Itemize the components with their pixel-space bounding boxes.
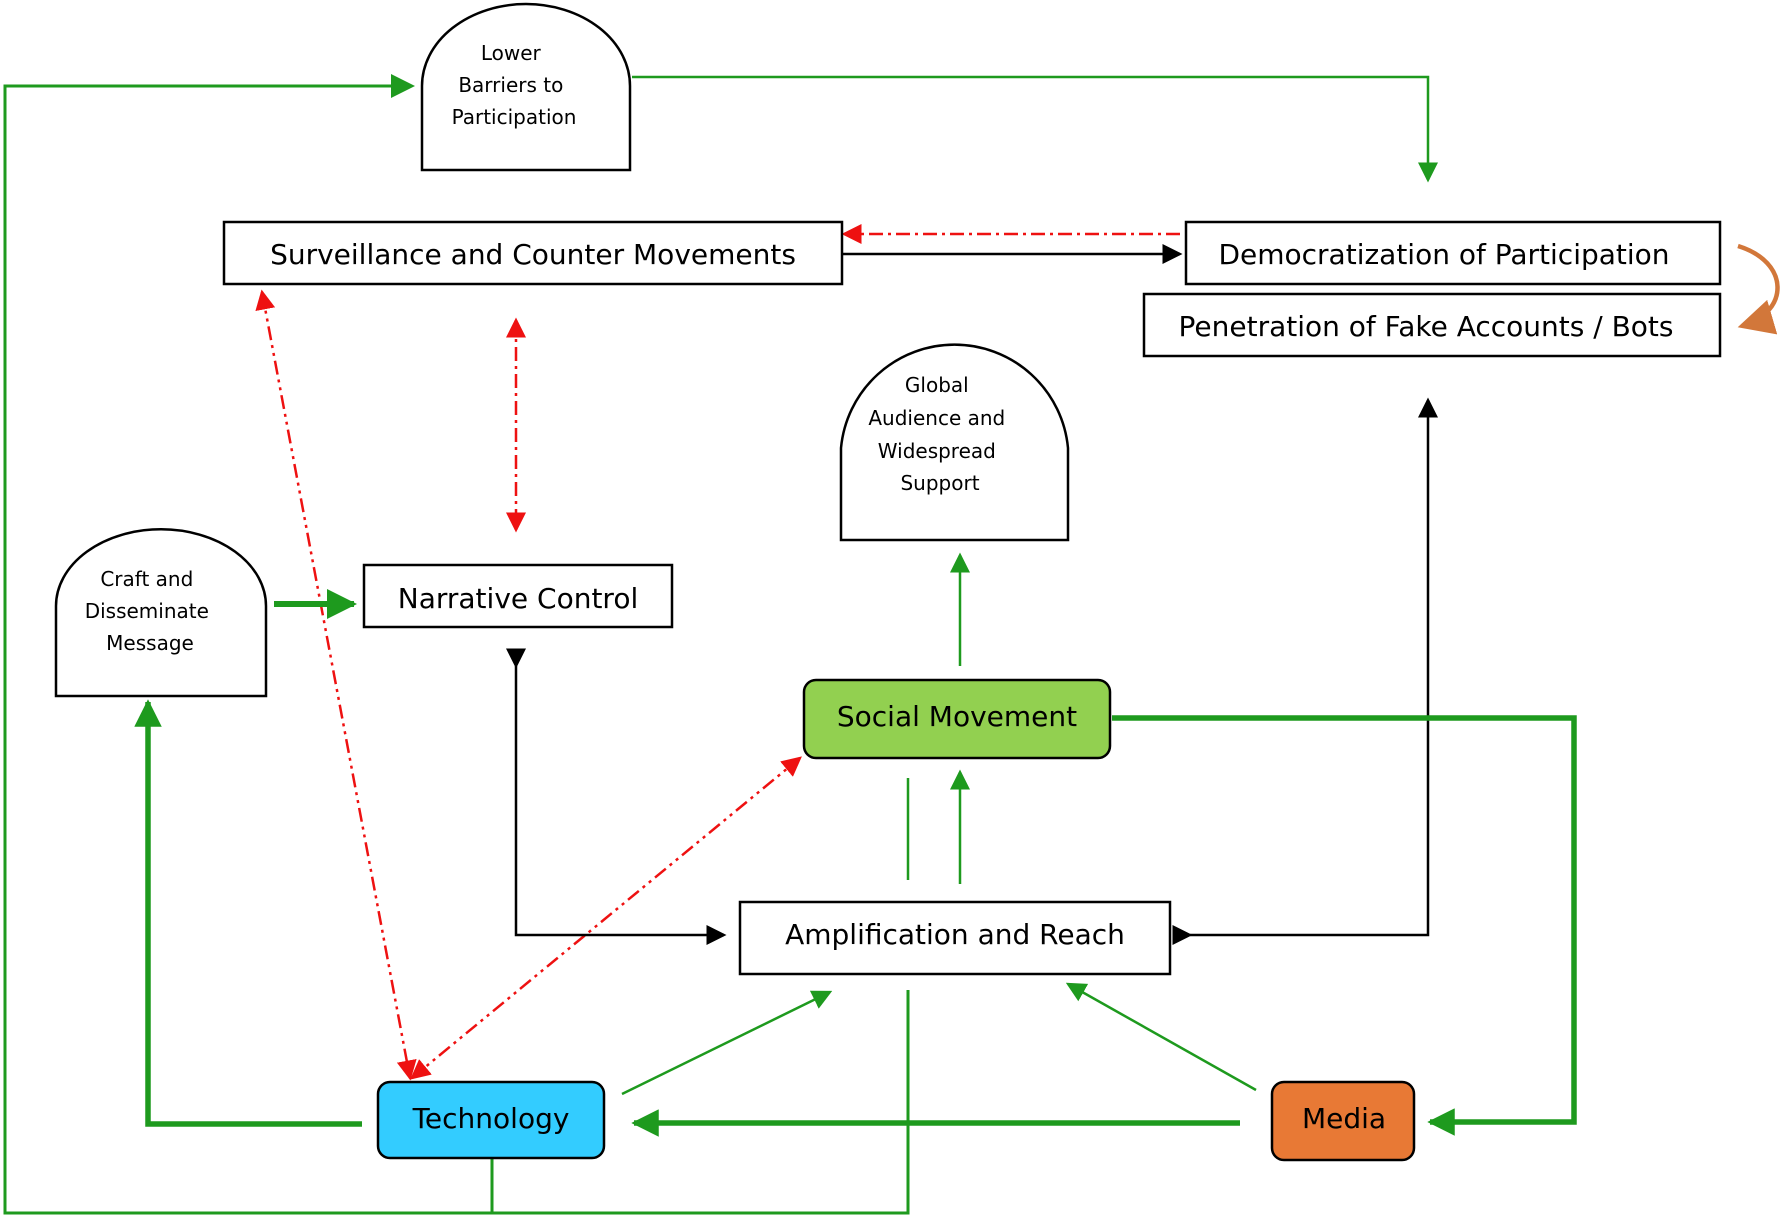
- global-audience-line-3: Widespread: [878, 439, 996, 463]
- node-fake-accounts: Penetration of Fake Accounts / Bots: [1142, 292, 1722, 358]
- arrow-narrative-control-amplification: [506, 648, 727, 945]
- arrow-technology-to-craft-message: [134, 699, 362, 1127]
- global-audience-line-2: Audience and: [868, 406, 1005, 430]
- node-amplification: Amplification and Reach: [738, 900, 1172, 976]
- social-movement-label: Social Movement: [837, 700, 1077, 733]
- node-technology: Technology: [376, 1080, 606, 1160]
- lower-barriers-line-2: Barriers to: [458, 73, 563, 97]
- svg-text:Global Audience and: Global Audience and Widespread Support: [868, 373, 1011, 495]
- global-audience-line-4: Support: [900, 471, 979, 495]
- node-democratization: Democratization of Participation: [1184, 220, 1722, 286]
- arrow-technology-to-lower-barriers: [3, 74, 494, 1215]
- craft-message-line-2: Disseminate: [85, 599, 209, 623]
- arrow-surveillance-technology: [255, 289, 417, 1081]
- node-media: Media: [1270, 1080, 1416, 1162]
- arrow-amplification-fake-accounts: [1172, 397, 1438, 945]
- arrow-social-movement-to-media: [1112, 715, 1577, 1136]
- surveillance-label: Surveillance and Counter Movements: [270, 238, 796, 271]
- technology-label: Technology: [412, 1102, 570, 1135]
- node-narrative-control: Narrative Control: [362, 563, 674, 629]
- democratization-label: Democratization of Participation: [1218, 238, 1669, 271]
- lower-barriers-line-1: Lower: [481, 41, 542, 65]
- global-audience-line-1: Global: [905, 373, 969, 397]
- amplification-label: Amplification and Reach: [785, 918, 1125, 951]
- media-label: Media: [1302, 1102, 1386, 1135]
- line-amplification-to-outer-loop: [492, 990, 910, 1215]
- craft-message-line-3: Message: [106, 631, 194, 655]
- arrow-lower-barriers-to-democratization: [632, 75, 1438, 183]
- svg-text:Craft and Disseminate: Craft and Disseminate Message: [85, 567, 216, 655]
- arrow-technology-to-amplification: [621, 990, 833, 1096]
- arc-democratization-fake-accounts: [1737, 243, 1780, 335]
- arrow-media-to-amplification: [1065, 982, 1257, 1092]
- node-social-movement: Social Movement: [802, 678, 1112, 760]
- node-surveillance: Surveillance and Counter Movements: [222, 220, 844, 286]
- fake-accounts-label: Penetration of Fake Accounts / Bots: [1179, 310, 1674, 343]
- node-global-audience: Global Audience and Widespread Support: [839, 343, 1070, 542]
- node-craft-message: Craft and Disseminate Message: [54, 528, 268, 698]
- svg-text:Lower Barriers to: Lower Barriers to Participation: [452, 41, 577, 129]
- craft-message-line-1: Craft and: [100, 567, 193, 591]
- lower-barriers-line-3: Participation: [452, 105, 577, 129]
- narrative-control-label: Narrative Control: [398, 582, 638, 615]
- node-lower-barriers: Lower Barriers to Participation: [420, 2, 632, 172]
